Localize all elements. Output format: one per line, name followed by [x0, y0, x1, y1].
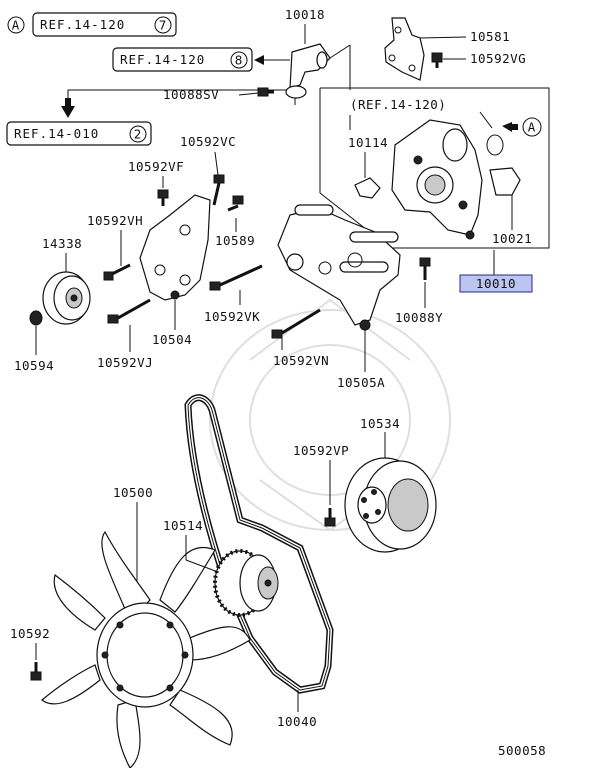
part-10514-fan-clutch[interactable] [213, 549, 279, 617]
part-10592vn-bolt[interactable] [271, 308, 321, 339]
part-10592-bolt[interactable] [30, 662, 42, 681]
part-10592vf-bolt[interactable] [157, 189, 169, 206]
ref-14-120-8-number: 8 [235, 53, 244, 68]
part-10114-gasket[interactable] [354, 177, 381, 199]
ref-callout-14-120-8[interactable]: REF.14-120 8 [112, 47, 253, 72]
a-marker-right[interactable]: A [502, 117, 542, 137]
label-10040: 10040 [277, 714, 317, 729]
a-marker-right-label: A [528, 120, 537, 135]
part-10592vj-bolt[interactable] [107, 298, 151, 324]
part-10534-pump-pulley[interactable] [344, 457, 437, 553]
label-10592vp: 10592VP [293, 443, 349, 458]
label-10088sv: 10088SV [163, 87, 219, 102]
water-pump-assembly-frame [319, 87, 550, 249]
label-10589: 10589 [215, 233, 255, 248]
part-10592-bolt-b[interactable] [227, 195, 244, 212]
part-10088y-bolt[interactable] [419, 257, 431, 280]
part-water-pump-body[interactable] [391, 119, 521, 240]
ref-callout-14-010-2[interactable]: REF.14-010 2 [6, 121, 152, 146]
label-10592: 10592 [10, 626, 50, 641]
ref-14-120-7-number: 7 [159, 18, 168, 33]
label-10021: 10021 [492, 231, 532, 246]
label-10505a: 10505A [337, 375, 385, 390]
label-10592vc: 10592VC [180, 134, 236, 149]
part-10505a-bracket[interactable] [277, 204, 401, 331]
label-10514: 10514 [163, 518, 203, 533]
label-10534: 10534 [360, 416, 400, 431]
ref-callout-14-120-7[interactable]: A REF.14-120 7 [7, 12, 177, 37]
part-10594-nut[interactable] [29, 310, 43, 326]
label-10592vf: 10592VF [128, 159, 184, 174]
ref-14-010-2-number: 2 [134, 127, 143, 142]
part-10010-highlight[interactable]: 10010 [459, 274, 533, 293]
part-10592vc-bolt[interactable] [212, 174, 225, 206]
part-14338-idler-pulley[interactable] [42, 271, 91, 325]
label-10088y: 10088Y [395, 310, 443, 325]
label-10592vh: 10592VH [87, 213, 143, 228]
label-10592vg: 10592VG [470, 51, 526, 66]
oring [486, 134, 504, 156]
label-10018: 10018 [285, 7, 325, 22]
label-10594: 10594 [14, 358, 54, 373]
part-10040-drive-belt[interactable] [184, 394, 334, 694]
part-10592vk-bolt[interactable] [209, 264, 263, 291]
label-ref-14-120-paren: (REF.14-120) [350, 97, 446, 112]
arrow-to-ref-8 [254, 55, 290, 65]
part-10088sv-bolt[interactable] [238, 87, 274, 97]
label-10500: 10500 [113, 485, 153, 500]
part-10592vh-bolt[interactable] [103, 263, 131, 281]
label-10592vj: 10592VJ [97, 355, 153, 370]
part-10592vg-bolt[interactable] [431, 52, 466, 68]
label-10504: 10504 [152, 332, 192, 347]
part-10592vp-bolt[interactable] [324, 508, 336, 527]
part-10500-cooling-fan[interactable] [41, 530, 251, 768]
label-14338: 14338 [42, 236, 82, 251]
page-code: 500058 [498, 743, 546, 758]
part-10504-bracket[interactable] [139, 194, 211, 301]
label-10592vn: 10592VN [273, 353, 329, 368]
a-marker-label: A [12, 18, 21, 33]
ref-14-120-7-label: REF.14-120 [40, 17, 125, 32]
label-10114: 10114 [348, 135, 388, 150]
ref-14-010-2-label: REF.14-010 [14, 126, 99, 141]
part-10581-bracket[interactable] [384, 17, 467, 81]
part-10018-pipe[interactable] [285, 24, 351, 99]
label-10592vk: 10592VK [204, 309, 260, 324]
ref-14-120-8-label: REF.14-120 [120, 52, 205, 67]
label-10010: 10010 [476, 276, 516, 291]
label-10581: 10581 [470, 29, 510, 44]
